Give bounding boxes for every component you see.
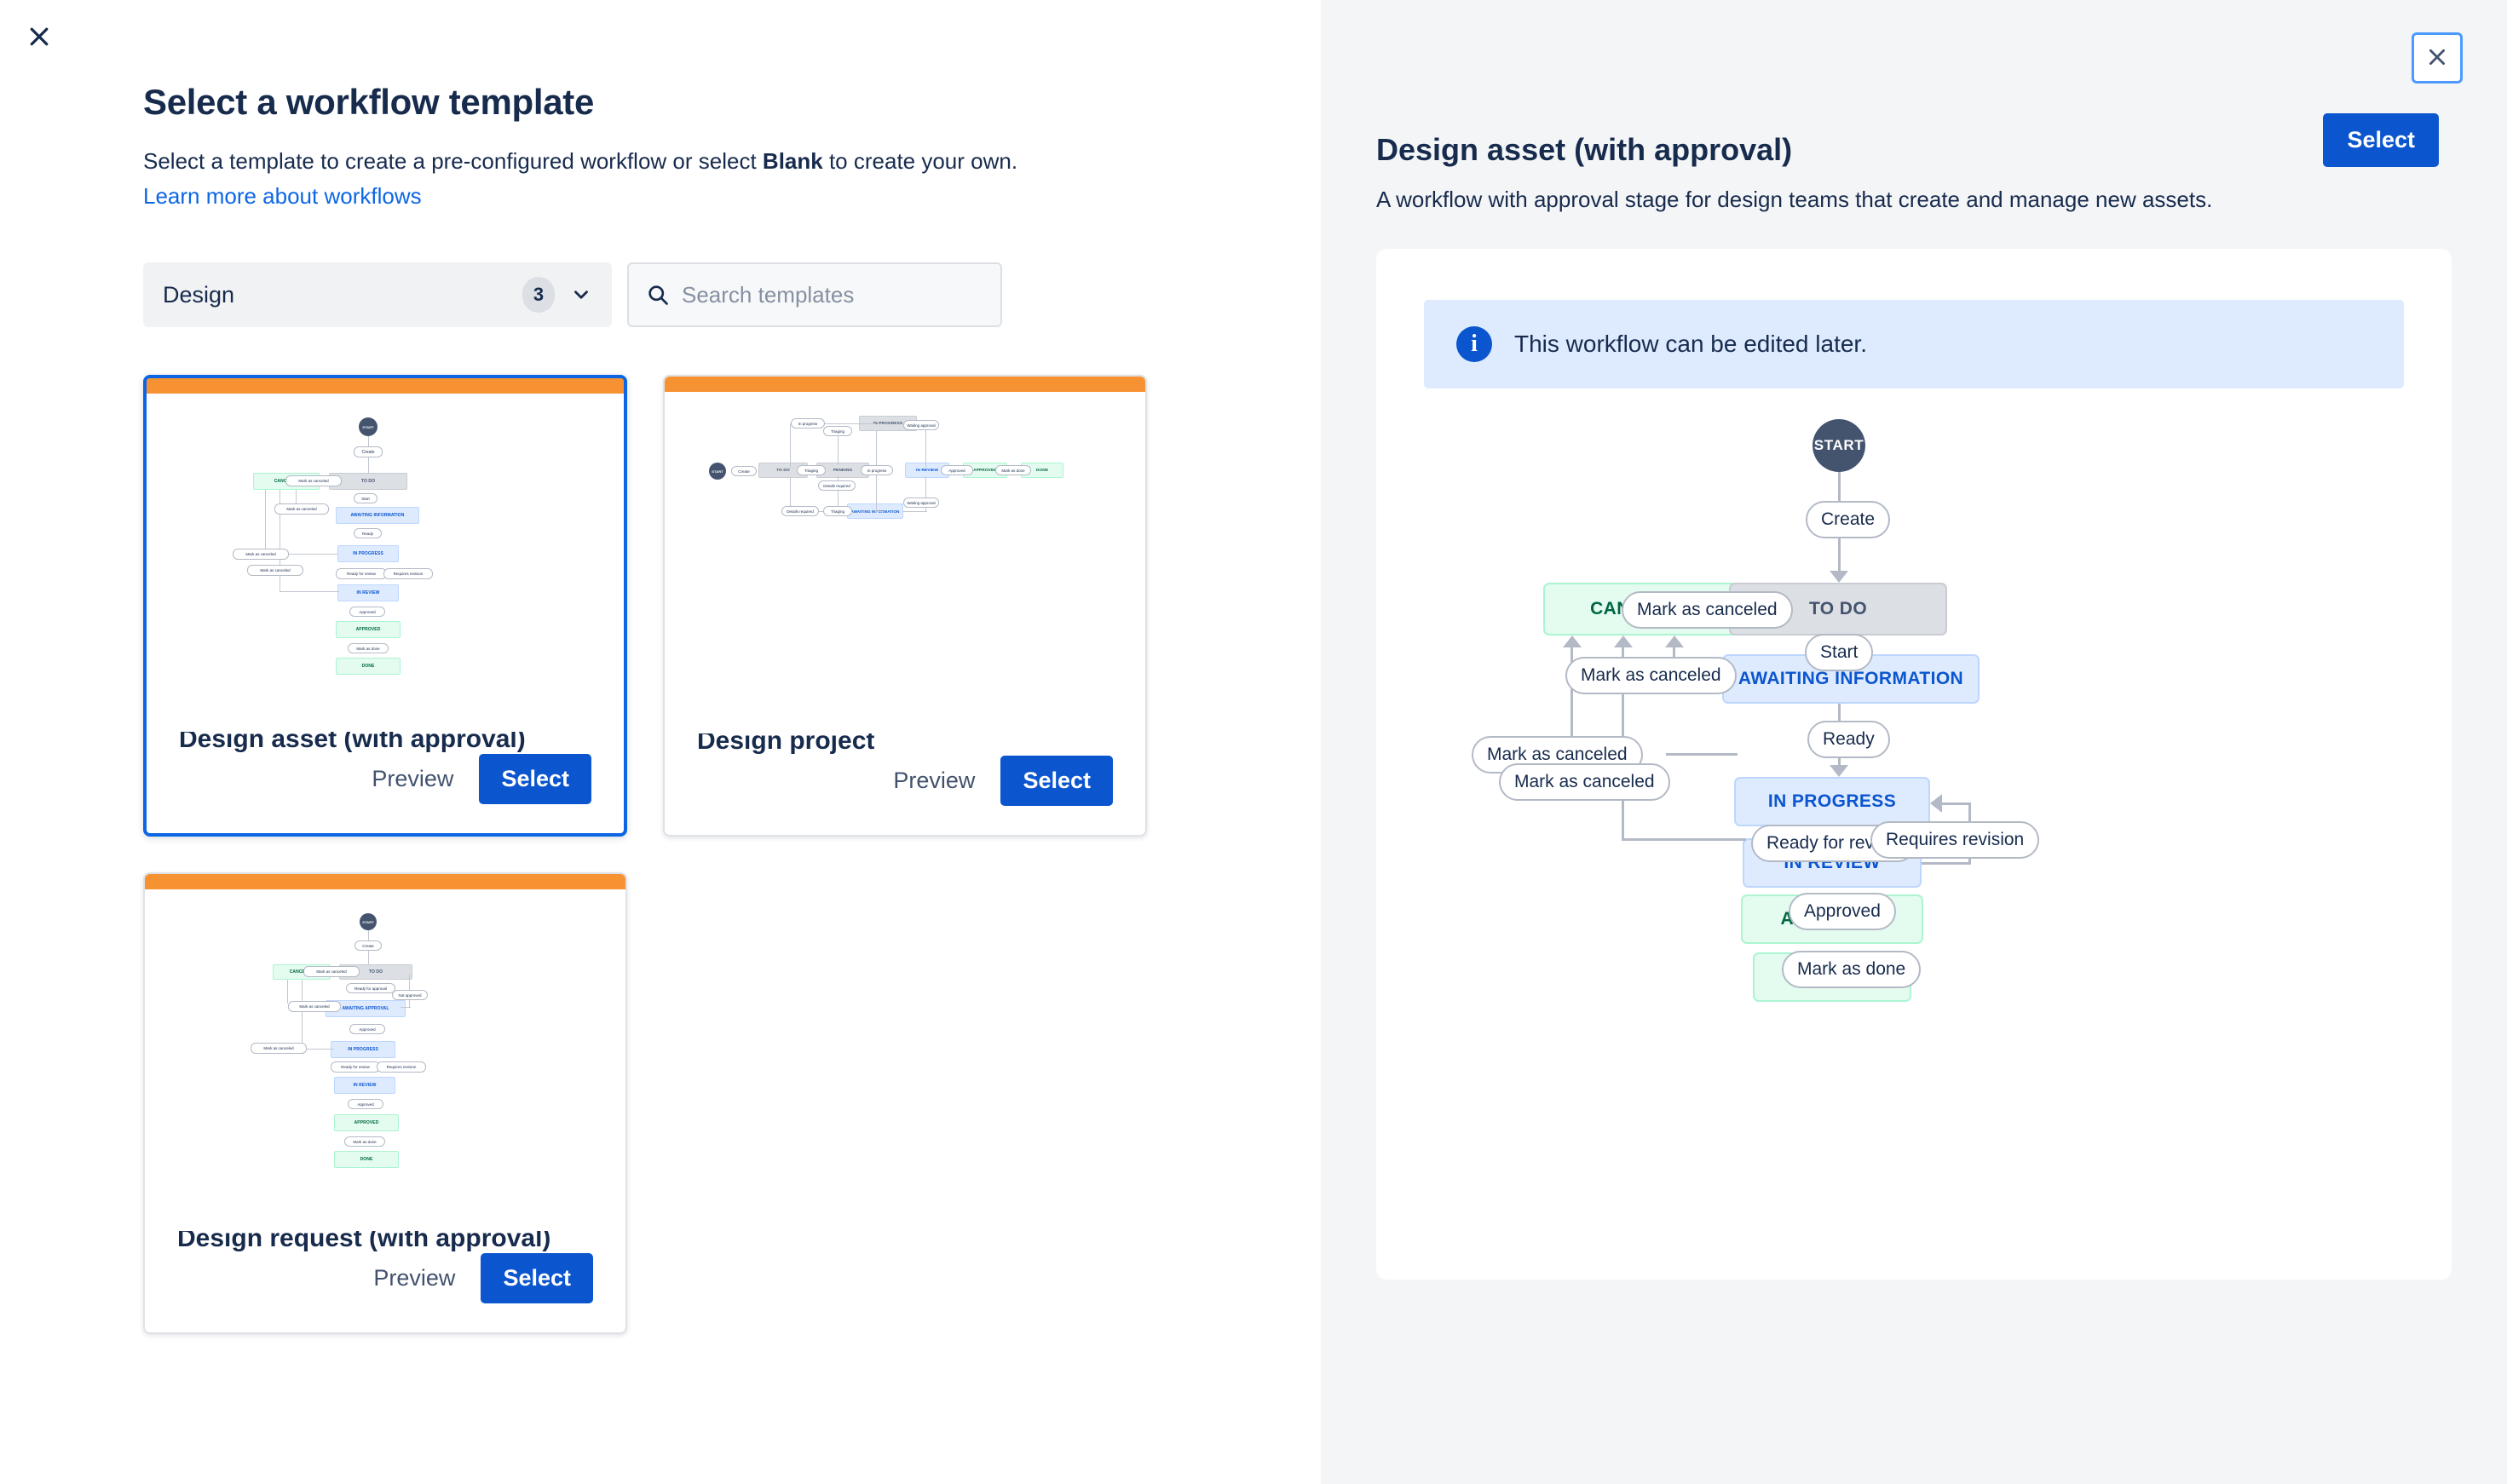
- workflow-transition-create[interactable]: Create: [1806, 501, 1891, 538]
- workflow-transition-mark-done[interactable]: Mark as done: [1782, 951, 1922, 988]
- page-subtitle: Select a template to create a pre-config…: [143, 147, 1321, 176]
- category-filter-label: Design: [163, 281, 235, 308]
- select-button[interactable]: Select: [1000, 756, 1113, 807]
- edge-revision-bottom: [1922, 862, 1971, 865]
- subtitle-bold: Blank: [762, 148, 823, 174]
- edge-revision-top: [1940, 802, 1971, 805]
- subtitle-before: Select a template to create a pre-config…: [143, 148, 763, 174]
- workflow-transition-cancel-todo[interactable]: Mark as canceled: [1622, 591, 1793, 629]
- card-actions: Preview Select: [145, 1253, 625, 1332]
- close-icon: [26, 24, 52, 52]
- edge-cancel-progress-line: [1666, 753, 1738, 756]
- card-actions: Preview Select: [665, 756, 1145, 835]
- arrow-cancel-2: [1614, 636, 1633, 647]
- subtitle-after: to create your own.: [822, 148, 1018, 174]
- preview-button[interactable]: Preview: [354, 754, 470, 804]
- template-card-design-asset[interactable]: START Create CANCELED Mark as canceled T…: [143, 375, 627, 837]
- arrow-revision: [1930, 794, 1942, 813]
- workflow-transition-start[interactable]: Start: [1805, 634, 1874, 671]
- arrow-cancel-1: [1563, 636, 1582, 647]
- info-icon: i: [1456, 326, 1492, 362]
- page-title: Select a workflow template: [143, 82, 595, 122]
- preview-button[interactable]: Preview: [876, 756, 992, 806]
- select-button[interactable]: Select: [481, 1253, 593, 1304]
- category-filter-select[interactable]: Design 3: [143, 262, 612, 328]
- chevron-down-icon: [570, 284, 592, 306]
- template-card-design-project[interactable]: START Create TO DO Triaging PENDING IN P…: [663, 375, 1147, 837]
- edge-ready-inprogress: [1837, 758, 1841, 768]
- arrow-ready-inprogress: [1830, 765, 1848, 777]
- arrow-cancel-3: [1665, 636, 1684, 647]
- edge-cancel-review-line: [1622, 838, 1746, 841]
- edge-create-todo: [1837, 538, 1841, 574]
- preview-panel-header: Design asset (with approval) Select A wo…: [1321, 0, 2507, 213]
- card-accent-bar: [665, 377, 1145, 393]
- preview-select-button[interactable]: Select: [2323, 113, 2439, 167]
- workflow-status-awaiting-information[interactable]: AWAITING INFORMATION: [1722, 654, 1980, 704]
- template-cards-grid: START Create CANCELED Mark as canceled T…: [143, 375, 1200, 1335]
- template-thumbnail-design-request: START Create CANCELED Mark as canceled T…: [145, 889, 625, 1232]
- filter-row: Design 3: [143, 262, 1321, 328]
- template-card-design-request[interactable]: START Create CANCELED Mark as canceled T…: [143, 872, 627, 1335]
- template-thumbnail-design-asset: START Create CANCELED Mark as canceled T…: [147, 394, 624, 733]
- workflow-transition-cancel-awaiting[interactable]: Mark as canceled: [1565, 657, 1737, 694]
- edge-cancel-1: [1570, 644, 1573, 789]
- preview-button[interactable]: Preview: [356, 1253, 472, 1303]
- workflow-transition-ready[interactable]: Ready: [1807, 721, 1890, 758]
- search-icon: [646, 283, 670, 307]
- info-banner: i This workflow can be edited later.: [1424, 300, 2404, 388]
- workflow-status-in-progress[interactable]: IN PROGRESS: [1734, 777, 1930, 826]
- preview-panel-close-button[interactable]: [2412, 32, 2463, 83]
- template-preview-panel: Design asset (with approval) Select A wo…: [1321, 0, 2507, 1484]
- category-filter-count: 3: [522, 277, 555, 313]
- preview-title: Design asset (with approval): [1376, 132, 1793, 167]
- card-actions: Preview Select: [147, 754, 624, 833]
- info-banner-text: This workflow can be edited later.: [1514, 331, 1867, 357]
- workflow-transition-approved[interactable]: Approved: [1789, 893, 1896, 930]
- select-button[interactable]: Select: [479, 754, 591, 805]
- workflow-transition-cancel-review[interactable]: Mark as canceled: [1499, 763, 1670, 801]
- template-thumbnail-design-project: START Create TO DO Triaging PENDING IN P…: [665, 392, 1145, 734]
- preview-description: A workflow with approval stage for desig…: [1376, 187, 2213, 212]
- dialog-close-button[interactable]: [19, 17, 60, 58]
- search-input[interactable]: [682, 281, 983, 308]
- edge-awaiting-ready: [1837, 704, 1841, 722]
- workflow-transition-requires-revision[interactable]: Requires revision: [1870, 821, 2040, 859]
- arrow-create-todo: [1830, 571, 1848, 583]
- card-accent-bar: [145, 874, 625, 890]
- workflow-diagram: START Create CANCELED Mark as canceled T…: [1376, 388, 2452, 1257]
- card-accent-bar: [147, 378, 624, 394]
- close-icon: [2425, 45, 2449, 72]
- workflow-diagram-card: i This workflow can be edited later. STA…: [1376, 249, 2452, 1280]
- template-chooser-panel: Select a workflow template Select a temp…: [19, 17, 1321, 1335]
- learn-more-link[interactable]: Learn more about workflows: [143, 183, 422, 210]
- search-templates-box[interactable]: [627, 262, 1002, 328]
- workflow-status-start[interactable]: START: [1813, 419, 1865, 472]
- edge-start-create: [1837, 472, 1841, 504]
